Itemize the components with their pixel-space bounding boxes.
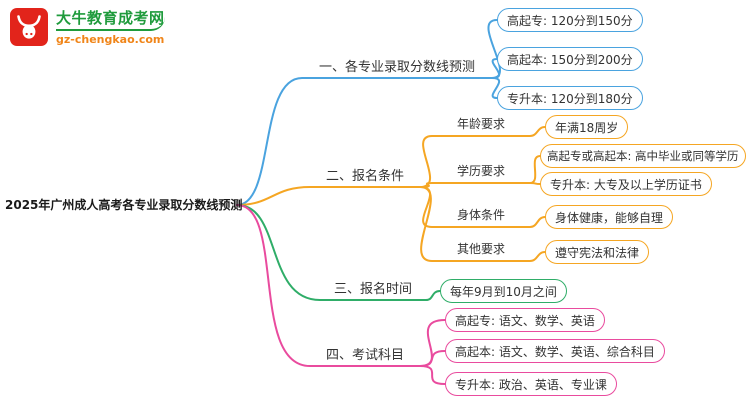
leaf-education-zhuanshengben: 专升本: 大专及以上学历证书: [540, 172, 712, 196]
subtopic-education-requirement: 学历要求: [432, 160, 530, 184]
site-logo: 大牛教育成考网 gz-chengkao.com: [10, 7, 165, 46]
connector-line: [419, 135, 433, 188]
topic-exam-subjects: 四、考试科目: [310, 343, 420, 367]
connector-line: [419, 365, 446, 385]
leaf-score-gaoqiben: 高起本: 150分到200分: [497, 47, 643, 71]
leaf-registration-period: 每年9月到10月之间: [440, 279, 567, 303]
connector-line: [236, 204, 311, 367]
leaf-subjects-gaoqiben: 高起本: 语文、数学、英语、综合科目: [445, 339, 665, 363]
connector-line: [236, 186, 311, 206]
logo-domain: gz-chengkao.com: [56, 33, 165, 46]
leaf-education-gaoqi: 高起专或高起本: 高中毕业或同等学历: [540, 144, 746, 168]
connector-line: [236, 77, 303, 206]
subtopic-physical-requirement: 身体条件: [432, 204, 530, 228]
connector-line: [491, 77, 500, 99]
subtopic-age-requirement: 年龄要求: [432, 113, 530, 137]
leaf-obey-law: 遵守宪法和法律: [545, 240, 650, 264]
logo-title: 大牛教育成考网: [56, 7, 165, 31]
root-topic: 2025年广州成人高考各专业录取分数线预测: [5, 198, 243, 212]
connector-line: [529, 216, 546, 228]
connector-line: [425, 290, 441, 301]
connector-line: [236, 204, 321, 301]
leaf-score-gaoqizhuan: 高起专: 120分到150分: [497, 8, 643, 32]
subtopic-other-requirement: 其他要求: [432, 238, 530, 262]
connector-line: [529, 126, 546, 137]
leaf-age-requirement: 年满18周岁: [545, 115, 629, 139]
leaf-subjects-gaoqizhuan: 高起专: 语文、数学、英语: [445, 308, 605, 332]
logo-text: 大牛教育成考网 gz-chengkao.com: [56, 7, 165, 46]
bull-logo-icon: [10, 7, 48, 46]
topic-admission-score-prediction: 一、各专业录取分数线预测: [302, 55, 492, 79]
topic-registration-time: 三、报名时间: [320, 277, 426, 301]
connector-line: [529, 182, 541, 185]
leaf-subjects-zhuanshengben: 专升本: 政治、英语、专业课: [445, 372, 617, 396]
leaf-physical-health: 身体健康，能够自理: [545, 205, 674, 229]
leaf-score-zhuanshengben: 专升本: 120分到180分: [497, 86, 643, 110]
connector-line: [529, 251, 546, 262]
connector-line: [529, 155, 541, 184]
topic-registration-requirements: 二、报名条件: [310, 164, 420, 188]
connector-line: [419, 186, 433, 262]
